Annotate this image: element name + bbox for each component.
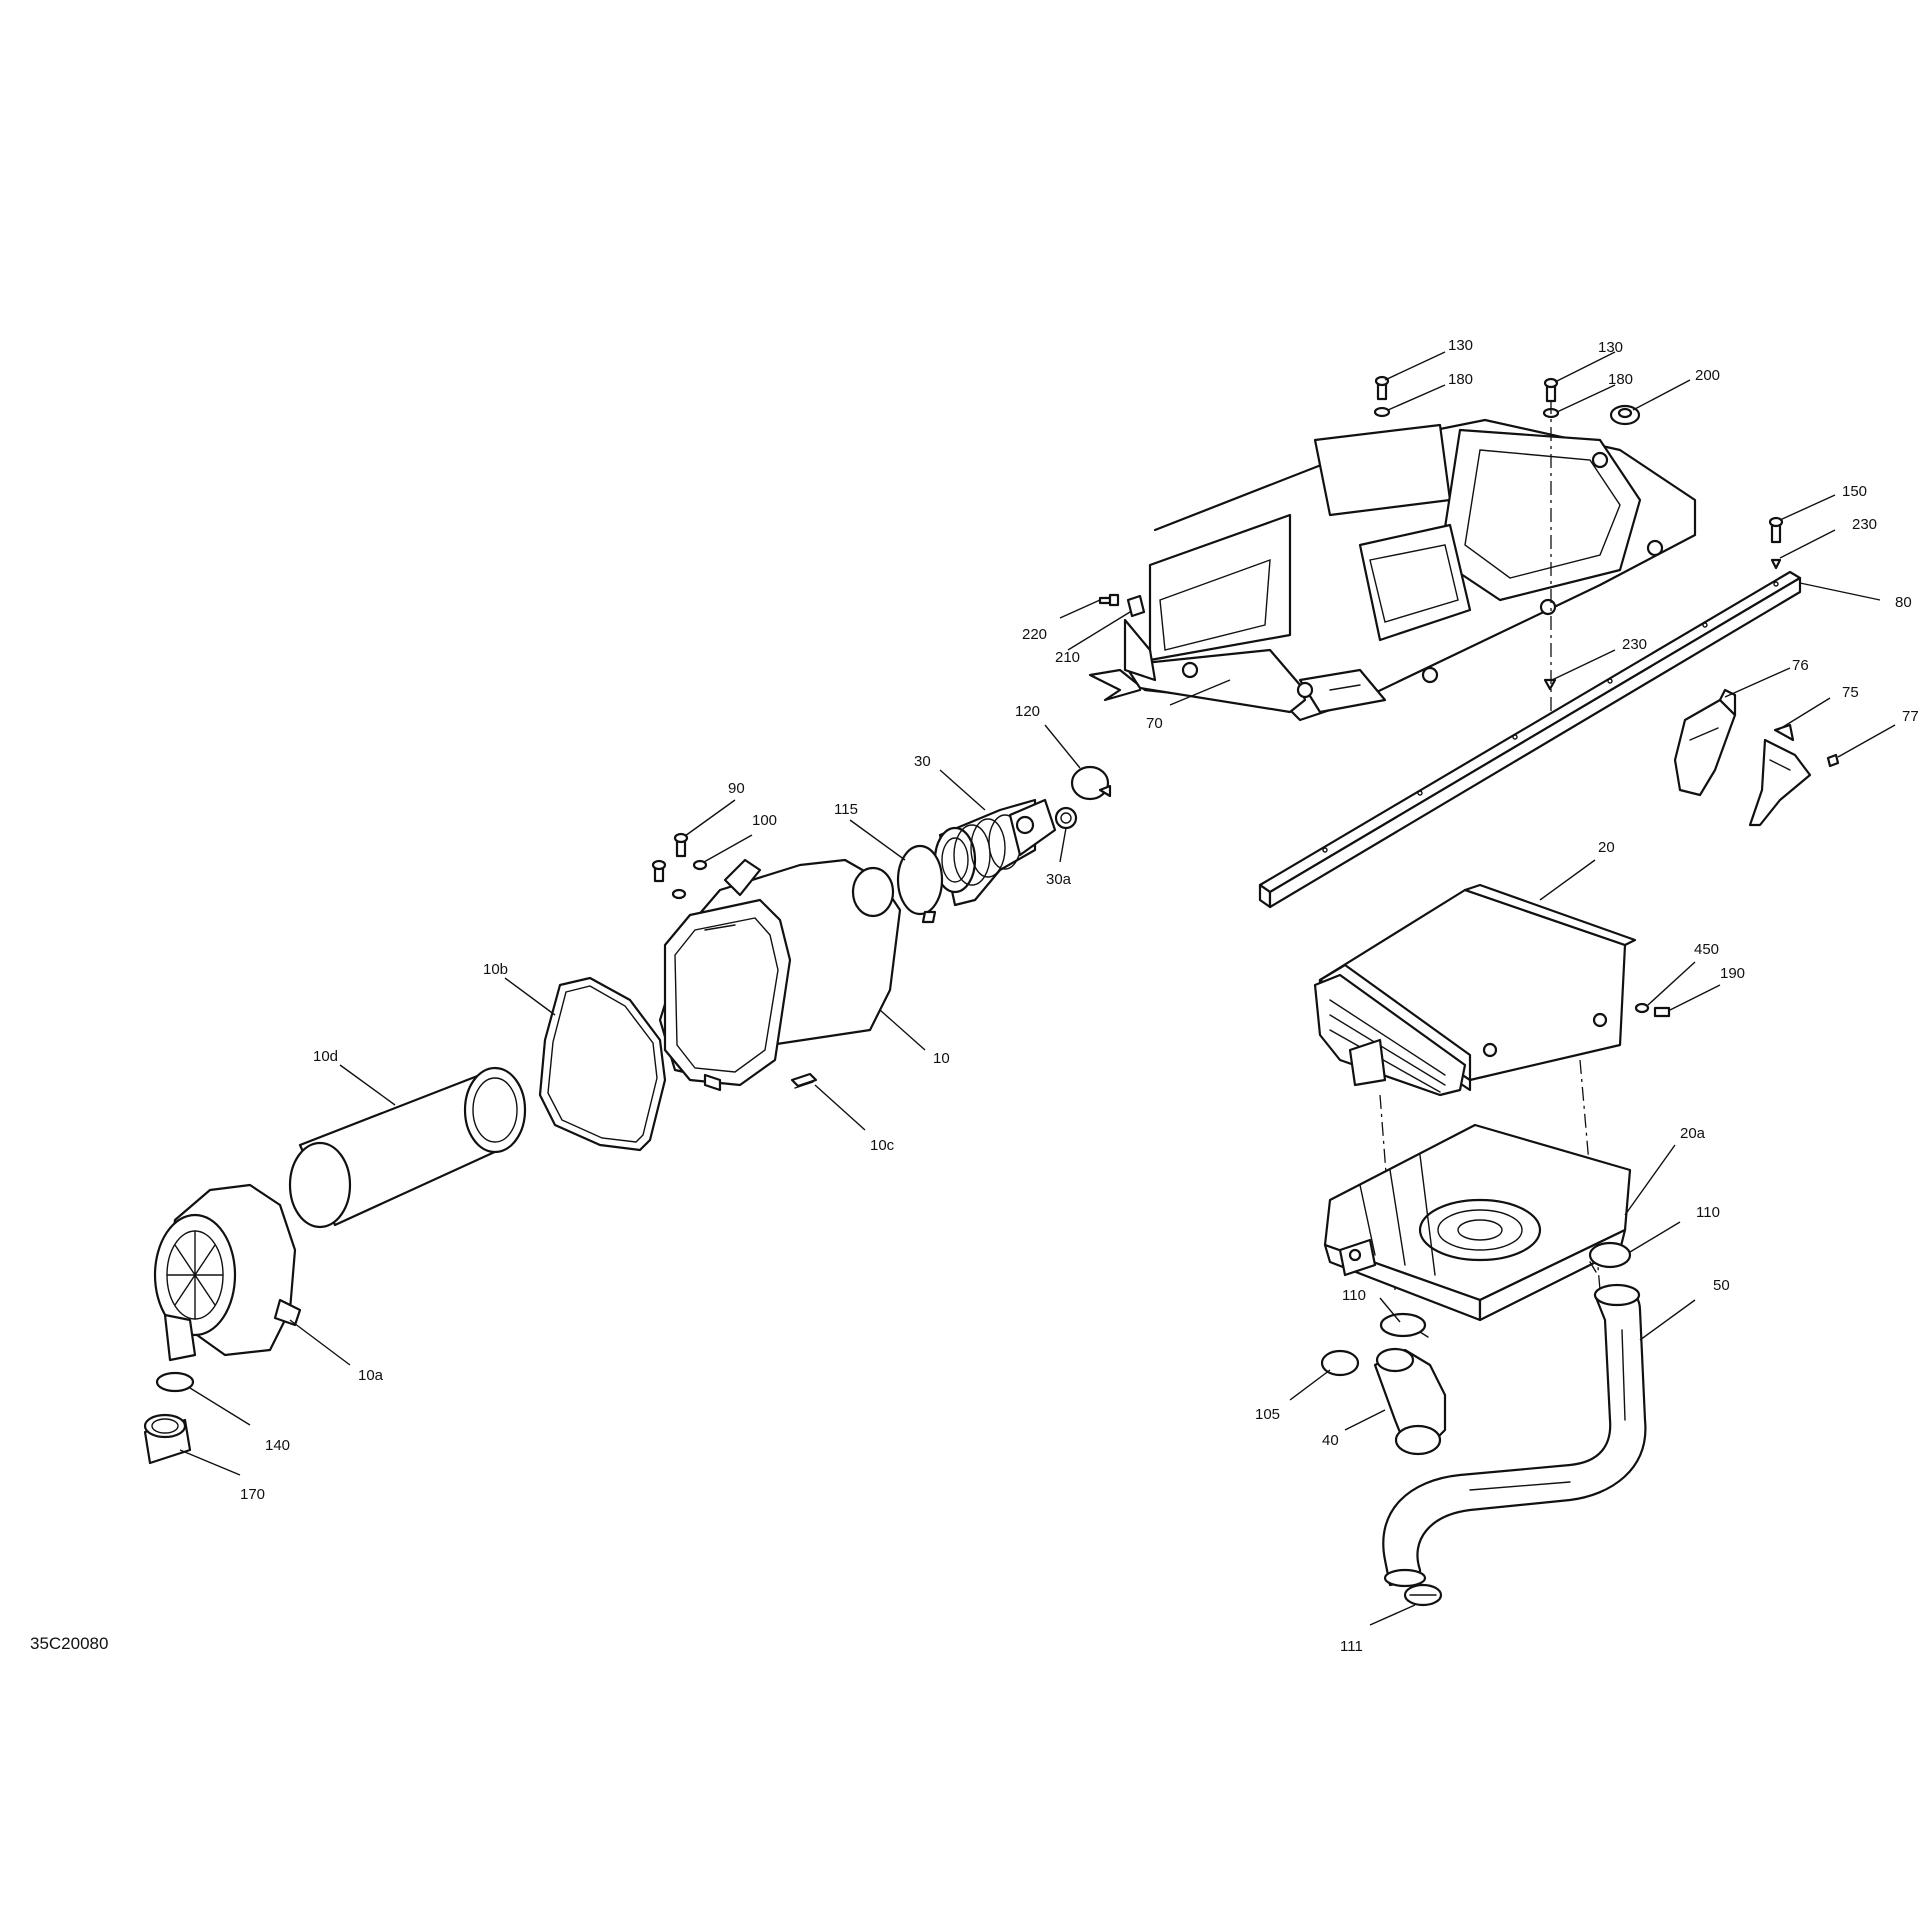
callout-50: 50 bbox=[1713, 1277, 1730, 1294]
part-20a-cooler-housing bbox=[1323, 1123, 1632, 1322]
callout-115: 115 bbox=[834, 801, 858, 818]
callout-20: 20 bbox=[1598, 839, 1615, 856]
callout-111: 111 bbox=[1340, 1638, 1363, 1655]
callout-210: 210 bbox=[1055, 649, 1080, 666]
part-120-clamp bbox=[1070, 765, 1112, 801]
callout-150: 150 bbox=[1842, 483, 1867, 500]
part-170-adapter bbox=[143, 1413, 192, 1465]
part-30-boot bbox=[933, 798, 1057, 907]
part-10-airbox-housing bbox=[658, 858, 902, 1092]
fasteners-130-180-200 bbox=[1098, 375, 1784, 691]
fasteners-450-190 bbox=[1634, 1002, 1671, 1018]
part-115-clamp bbox=[896, 844, 944, 924]
figure-reference: 35C20080 bbox=[30, 1634, 108, 1653]
callout-110: 110 bbox=[1696, 1204, 1720, 1221]
callout-10a: 10a bbox=[358, 1367, 384, 1384]
callout-450: 450 bbox=[1694, 941, 1719, 958]
part-140-clamp bbox=[155, 1371, 195, 1393]
part-50-hose bbox=[1382, 1283, 1647, 1588]
callout-170: 170 bbox=[240, 1486, 265, 1503]
callout-200: 200 bbox=[1695, 367, 1720, 384]
callout-220: 220 bbox=[1022, 626, 1047, 643]
callout-90: 90 bbox=[728, 780, 745, 797]
callout-30a: 30a bbox=[1046, 871, 1072, 888]
callout-10c: 10c bbox=[870, 1137, 895, 1154]
part-10c-clip bbox=[790, 1072, 818, 1089]
callout-75: 75 bbox=[1842, 684, 1859, 701]
leader-lines bbox=[179, 351, 1896, 1626]
callout-10d: 10d bbox=[313, 1048, 338, 1065]
callout-180: 180 bbox=[1448, 371, 1473, 388]
part-110-clamp-left bbox=[1379, 1312, 1429, 1338]
callout-70: 70 bbox=[1146, 715, 1163, 732]
callout-180: 180 bbox=[1608, 371, 1633, 388]
part-20-intercooler bbox=[1313, 883, 1637, 1097]
callout-labels: 130 180 130 180 200 150 230 80 220 210 7… bbox=[240, 337, 1919, 1655]
callout-140: 140 bbox=[265, 1437, 290, 1454]
part-40-elbow bbox=[1373, 1347, 1447, 1456]
callout-40: 40 bbox=[1322, 1432, 1339, 1449]
part-105-clamp bbox=[1320, 1349, 1360, 1377]
part-10b-gasket bbox=[538, 976, 667, 1152]
callout-80: 80 bbox=[1895, 594, 1912, 611]
fasteners-90-100 bbox=[651, 832, 708, 900]
part-80-rail bbox=[1258, 570, 1802, 909]
callout-120: 120 bbox=[1015, 703, 1040, 720]
callout-77: 77 bbox=[1902, 708, 1919, 725]
callout-110: 110 bbox=[1342, 1287, 1366, 1304]
callout-105: 105 bbox=[1255, 1406, 1280, 1423]
callout-130: 130 bbox=[1598, 339, 1623, 356]
callout-230: 230 bbox=[1852, 516, 1877, 533]
part-110-clamp-right bbox=[1588, 1241, 1632, 1273]
callout-76: 76 bbox=[1792, 657, 1809, 674]
callout-190: 190 bbox=[1720, 965, 1745, 982]
part-10a-cover bbox=[153, 1183, 302, 1362]
part-70-airbox-plate bbox=[1088, 418, 1697, 722]
part-75-76-77-brackets bbox=[1673, 688, 1840, 827]
callout-20a: 20a bbox=[1680, 1125, 1706, 1142]
callout-130: 130 bbox=[1448, 337, 1473, 354]
callout-230: 230 bbox=[1622, 636, 1647, 653]
part-10d-filter bbox=[288, 1066, 527, 1229]
callout-10b: 10b bbox=[483, 961, 508, 978]
part-111-clamp bbox=[1403, 1583, 1443, 1607]
callout-100: 100 bbox=[752, 812, 777, 829]
callout-30: 30 bbox=[914, 753, 931, 770]
part-30a-grommet bbox=[1054, 806, 1078, 830]
callout-10: 10 bbox=[933, 1050, 950, 1067]
